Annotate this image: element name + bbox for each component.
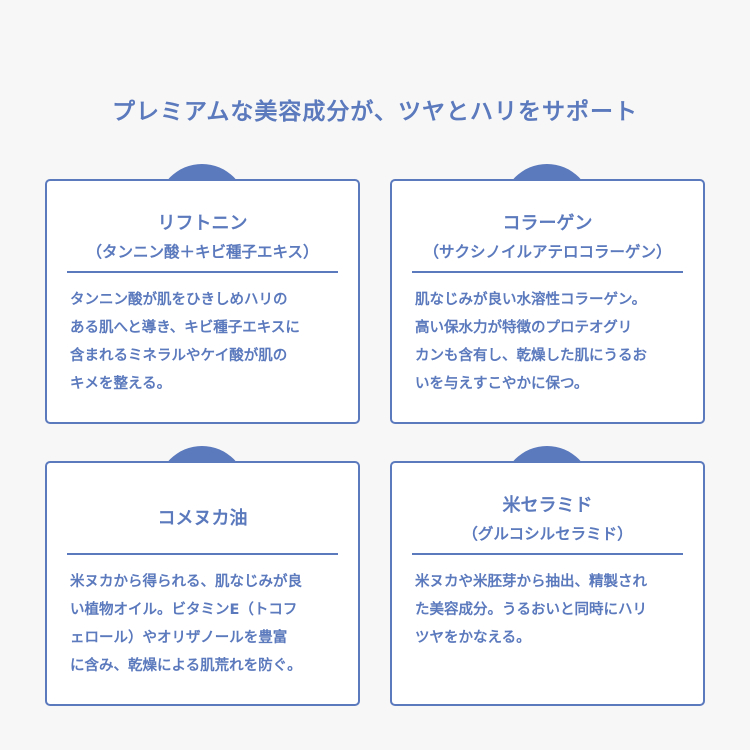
ingredient-description: 米ヌカや米胚芽から抽出、精製された美容成分。うるおいと同時にハリツヤをかなえる。 — [415, 568, 687, 652]
ingredient-name: コラーゲン — [502, 213, 593, 234]
description-line: 高い保水力が特徴のプロテオグリ — [415, 320, 633, 336]
ingredient-name: リフトニン — [157, 213, 248, 234]
page-title: プレミアムな美容成分が、ツヤとハリをサポート — [112, 99, 638, 125]
ingredient-card-rice-ceramide: 米セラミド （グルコシルセラミド） 米ヌカや米胚芽から抽出、精製された美容成分。うる… — [390, 446, 705, 706]
description-line: ツヤをかなえる。 — [415, 630, 531, 646]
ingredient-description: 米ヌカから得られる、肌なじみが良い植物オイル。ビタミンE（トコフェロール）やオリ… — [70, 568, 342, 680]
card-frame — [45, 461, 360, 706]
ingredient-name: コメヌカ油 — [157, 508, 248, 529]
description-line: キメを整える。 — [70, 376, 172, 392]
card-frame — [390, 179, 705, 424]
description-line: い植物オイル。ビタミンE（トコフ — [70, 602, 298, 618]
ingredient-description: タンニン酸が肌をひきしめハリのある肌へと導き、キビ種子エキスに含まれるミネラルや… — [70, 286, 342, 398]
description-line: カンも含有し、乾燥した肌にうるお — [415, 348, 647, 364]
ingredient-subname: （サクシノイルアテロコラーゲン） — [423, 243, 672, 261]
ingredient-subname: （タンニン酸＋キビ種子エキス） — [86, 243, 319, 261]
description-line: タンニン酸が肌をひきしめハリの — [70, 292, 288, 308]
ingredient-card-liftonin: リフトニン （タンニン酸＋キビ種子エキス） タンニン酸が肌をひきしめハリのある肌へと… — [45, 164, 360, 424]
ingredient-card-collagen: コラーゲン （サクシノイルアテロコラーゲン） 肌なじみが良い水溶性コラーゲン。高い保… — [390, 164, 705, 424]
card-frame — [390, 461, 705, 706]
description-line: た美容成分。うるおいと同時にハリ — [415, 602, 647, 618]
description-line: ある肌へと導き、キビ種子エキスに — [70, 320, 300, 336]
description-line: 米ヌカから得られる、肌なじみが良 — [70, 574, 302, 590]
description-line: 米ヌカや米胚芽から抽出、精製され — [415, 574, 647, 590]
divider — [67, 271, 338, 273]
divider — [412, 553, 683, 555]
description-line: いを与えすこやかに保つ。 — [415, 376, 589, 392]
description-line: に含み、乾燥による肌荒れを防ぐ。 — [70, 658, 302, 674]
ingredient-name: 米セラミド — [502, 495, 593, 516]
ingredient-description: 肌なじみが良い水溶性コラーゲン。高い保水力が特徴のプロテオグリカンも含有し、乾燥… — [415, 286, 687, 398]
card-frame — [45, 179, 360, 424]
description-line: ェロール）やオリザノールを豊富 — [70, 630, 288, 646]
ingredient-card-rice-bran-oil: コメヌカ油米ヌカから得られる、肌なじみが良い植物オイル。ビタミンE（トコフェロー… — [45, 446, 360, 706]
divider — [412, 271, 683, 273]
divider — [67, 553, 338, 555]
description-line: 含まれるミネラルやケイ酸が肌の — [70, 348, 288, 364]
ingredient-subname: （グルコシルセラミド） — [462, 525, 633, 543]
description-line: 肌なじみが良い水溶性コラーゲン。 — [415, 292, 647, 308]
